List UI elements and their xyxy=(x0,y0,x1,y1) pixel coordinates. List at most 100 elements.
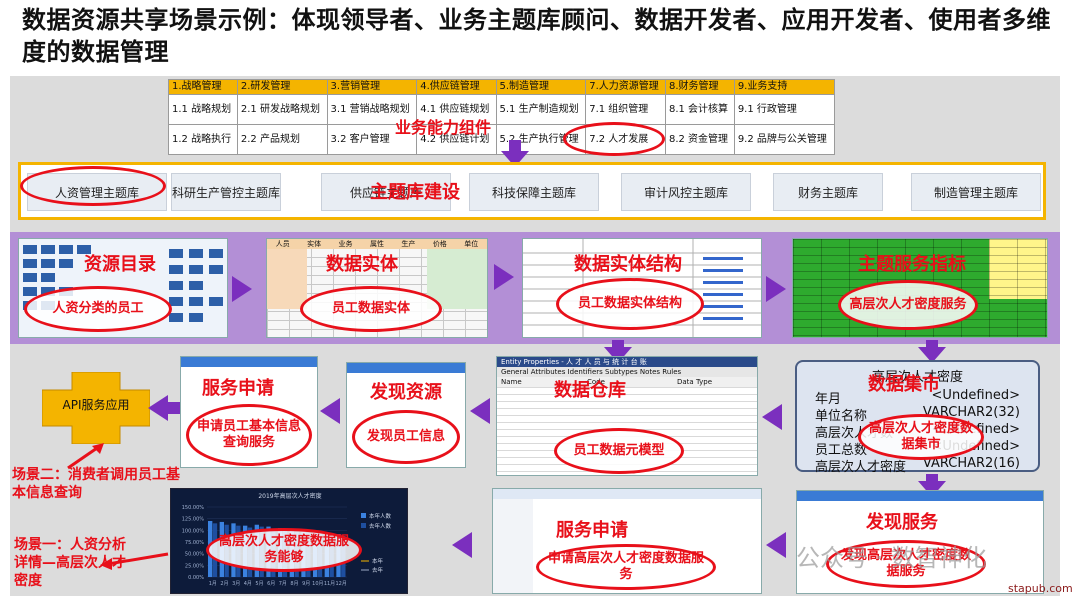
legend-swatch xyxy=(361,523,366,528)
arrow-right xyxy=(494,264,514,290)
theme-finance: 财务主题库 xyxy=(773,173,883,211)
capability-header: 1.战略管理 xyxy=(168,79,238,95)
capability-cell: 2.2 产品规划 xyxy=(236,124,328,155)
capability-row: 1.1 战略规划 2.1 研发战略规划 3.1 营销战略规划 4.1 供应链规划… xyxy=(168,94,836,125)
arrow-down xyxy=(918,347,946,363)
x-tick-label: 2月 xyxy=(220,581,228,587)
business-capability-table: 1.战略管理 2.研发管理 3.营销管理 4.供应链管理 5.制造管理 7.人力… xyxy=(168,79,836,155)
capability-header: 7.人力资源管理 xyxy=(585,79,666,95)
x-tick-label: 6月 xyxy=(267,581,275,587)
data-warehouse-label: 数据仓库 xyxy=(554,380,626,401)
data-mart-label: 数据集市 xyxy=(868,374,940,395)
capability-header: 4.供应链管理 xyxy=(416,79,497,95)
arrow-left xyxy=(452,532,472,558)
mart-field-type: VARCHAR2(16) xyxy=(922,456,1020,471)
entity-table-header: 人员 实体 业务 属性 生产 价格 单位 xyxy=(267,239,487,249)
service-apply-two-label: 服务申请 xyxy=(556,520,628,541)
legend-label: 去年 xyxy=(372,566,384,574)
warehouse-col: Code xyxy=(587,378,605,386)
warehouse-tabs: General Attributes Identifiers Subtypes … xyxy=(497,367,757,377)
mart-field-name: 单位名称 xyxy=(815,409,868,424)
site-url: stapub.com xyxy=(1008,582,1073,595)
theme-supply: 供应链主题库 xyxy=(321,173,451,211)
employee-structure-ellipse: 员工数据实体结构 xyxy=(556,278,704,330)
arrow-right xyxy=(232,276,252,302)
hr-theme-highlight xyxy=(20,166,166,206)
talent-density-ellipse: 高层次人才密度服务 xyxy=(838,280,978,330)
capability-cell: 2.1 研发战略规划 xyxy=(236,94,328,125)
talent-development-highlight xyxy=(563,122,665,156)
y-tick-label: 100.00% xyxy=(182,528,204,534)
capability-cell: 1.1 战略规划 xyxy=(168,94,238,125)
arrow-left-stem xyxy=(166,402,182,414)
scenario-two-arrow xyxy=(67,443,104,470)
data-entity-label: 数据实体 xyxy=(326,254,398,275)
arrow-left xyxy=(320,398,340,424)
warehouse-col: Name xyxy=(501,378,522,386)
x-tick-label: 5月 xyxy=(255,581,263,587)
discover-employee-ellipse: 发现员工信息 xyxy=(352,410,460,464)
arrow-down-stem xyxy=(926,474,938,482)
x-tick-label: 11月 xyxy=(324,581,335,587)
scenario-one-arrow xyxy=(100,552,169,570)
x-tick-label: 3月 xyxy=(232,581,240,587)
apply2-sidebar xyxy=(493,499,533,593)
scenario-one-label: 场景一：人资分析详情—高层次人才密度 xyxy=(14,537,126,589)
theme-indicator-label: 主题服务指标 xyxy=(858,254,966,275)
arrow-down-stem xyxy=(612,340,624,348)
legend-swatch xyxy=(361,513,366,518)
warehouse-title-bar: Entity Properties - 人 才 人 员 与 统 计 台 账 xyxy=(497,357,757,367)
api-app-label: API服务应用 xyxy=(62,398,130,412)
theme-tech: 科技保障主题库 xyxy=(469,173,599,211)
capability-row: 1.2 战略执行 2.2 产品规划 3.2 客户管理 4.2 供应链计划 5.2… xyxy=(168,124,836,155)
x-tick-label: 1月 xyxy=(209,581,217,587)
mart-field-type: <Undefined> xyxy=(931,388,1020,403)
y-tick-label: 75.00% xyxy=(185,540,204,546)
theme-manufacturing: 制造管理主题库 xyxy=(911,173,1041,211)
mart-field-name: 高层次人才密度 xyxy=(815,460,907,475)
warehouse-col-headers: Name Code Data Type xyxy=(497,377,757,387)
resource-catalog-label: 资源目录 xyxy=(84,254,156,275)
hr-classified-ellipse: 人资分类的员工 xyxy=(24,286,172,332)
mart-talent-ellipse: 高层次人才密度数据集市 xyxy=(858,414,984,460)
discover-header-bar xyxy=(347,363,465,373)
y-tick-label: 25.00% xyxy=(185,563,204,569)
discover-resource-label: 发现资源 xyxy=(370,382,442,403)
capability-cell: 1.2 战略执行 xyxy=(168,124,238,155)
capability-header: 5.制造管理 xyxy=(495,79,587,95)
scenario-two-label: 场景二：消费者调用员工基本信息查询 xyxy=(12,467,180,501)
entity-col: 业务 xyxy=(338,240,353,248)
employee-entity-ellipse: 员工数据实体 xyxy=(300,286,442,332)
discover-service-label: 发现服务 xyxy=(866,512,938,533)
theme-construction-label: 主题库建设 xyxy=(370,182,460,203)
x-tick-label: 4月 xyxy=(244,581,252,587)
arrow-down-stem xyxy=(926,340,938,348)
mart-title: 高层次人才密度 xyxy=(871,370,963,385)
capability-cell: 4.2 供应链计划 xyxy=(416,124,497,155)
entity-col: 实体 xyxy=(307,240,322,248)
capability-cell: 8.2 资金管理 xyxy=(664,124,735,155)
legend-label: 去年人数 xyxy=(369,522,392,530)
capability-header: 3.营销管理 xyxy=(326,79,418,95)
y-tick-label: 50.00% xyxy=(185,552,204,558)
apply-header-bar xyxy=(181,357,317,367)
legend-label: 本年人数 xyxy=(369,512,392,520)
watermark: 公众号 · 数智神化 xyxy=(796,544,987,572)
capability-cell: 3.1 营销战略规划 xyxy=(326,94,418,125)
entity-col: 价格 xyxy=(432,240,447,248)
capability-header: 9.业务支持 xyxy=(733,79,836,95)
entity-structure-label: 数据实体结构 xyxy=(574,254,682,275)
y-tick-label: 150.00% xyxy=(182,505,204,511)
arrow-right xyxy=(766,276,786,302)
mart-field-name: 年月 xyxy=(815,392,842,407)
entity-col: 生产 xyxy=(401,240,416,248)
entity-highlight-col xyxy=(267,249,307,309)
apply2-header-bar xyxy=(493,489,761,499)
arrow-left xyxy=(766,532,786,558)
entity-green-col xyxy=(427,249,487,309)
capability-cell: 5.1 生产制造规划 xyxy=(495,94,587,125)
theme-library-band: 人资管理主题库 科研生产管控主题库 供应链主题库 科技保障主题库 审计风控主题库… xyxy=(18,162,1046,220)
indicator-yellow-col xyxy=(989,239,1047,299)
chart-title: 2019年高层次人才密度 xyxy=(258,492,321,500)
capability-cell: 7.1 组织管理 xyxy=(585,94,666,125)
